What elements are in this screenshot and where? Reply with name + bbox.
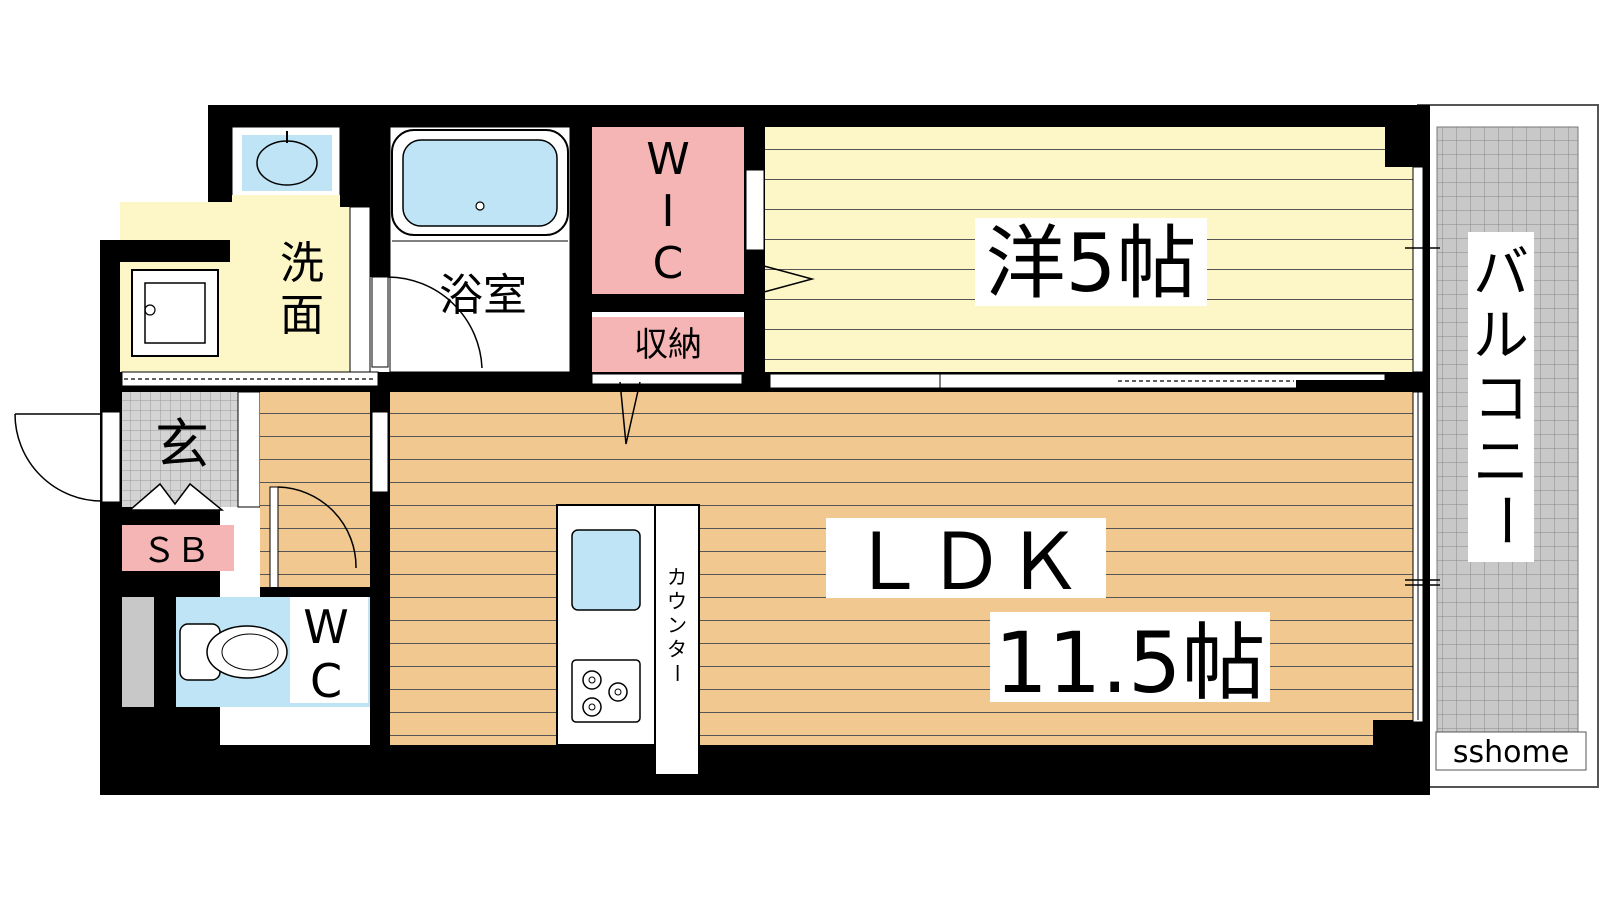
shoe-box-label: ＳＢ (142, 531, 210, 571)
balcony-label-4: ニ (1473, 430, 1529, 495)
counter-label-5: ー (665, 663, 689, 683)
washroom-label-2: 面 (280, 290, 324, 341)
wic-label-w: W (646, 134, 690, 185)
storage-closet (592, 317, 744, 372)
wic-label-i: I (662, 186, 675, 237)
ldk-size-label: 11.5帖 (994, 614, 1265, 712)
entrance-label: 玄 (155, 413, 209, 476)
watermark-text: sshome (1453, 735, 1569, 770)
room-labels: 洋5帖 ＬＤＫ 11.5帖 W I C 収納 浴室 洗 面 玄 ＳＢ W C カ… (142, 134, 1569, 770)
toilet-label-c: C (310, 654, 342, 708)
balcony (1417, 104, 1599, 788)
partition-wall (100, 371, 1430, 392)
counter-label-2: ウ (667, 589, 687, 613)
balcony-label-5: ー (1472, 492, 1537, 548)
bathroom (370, 126, 592, 382)
washroom (100, 126, 371, 795)
storage-label: 収納 (634, 325, 702, 365)
counter-label-3: ン (667, 613, 687, 637)
counter-label-4: タ (667, 637, 687, 661)
entrance (14, 391, 261, 571)
counter-label-1: カ (667, 565, 687, 589)
western-room-label: 洋5帖 (986, 217, 1197, 310)
ldk-label: ＬＤＫ (849, 518, 1083, 608)
wic-label-c: C (653, 238, 684, 289)
balcony-label-3: コ (1473, 367, 1529, 432)
bath-label: 浴室 (439, 270, 527, 321)
balcony-label-2: ル (1473, 304, 1529, 369)
walk-in-closet (592, 127, 815, 382)
balcony-label-1: バ (1473, 241, 1529, 306)
washroom-label-1: 洗 (280, 238, 324, 289)
label-backgrounds (290, 218, 1587, 771)
kitchen-counter (556, 504, 700, 776)
toilet-label-w: W (303, 600, 348, 654)
